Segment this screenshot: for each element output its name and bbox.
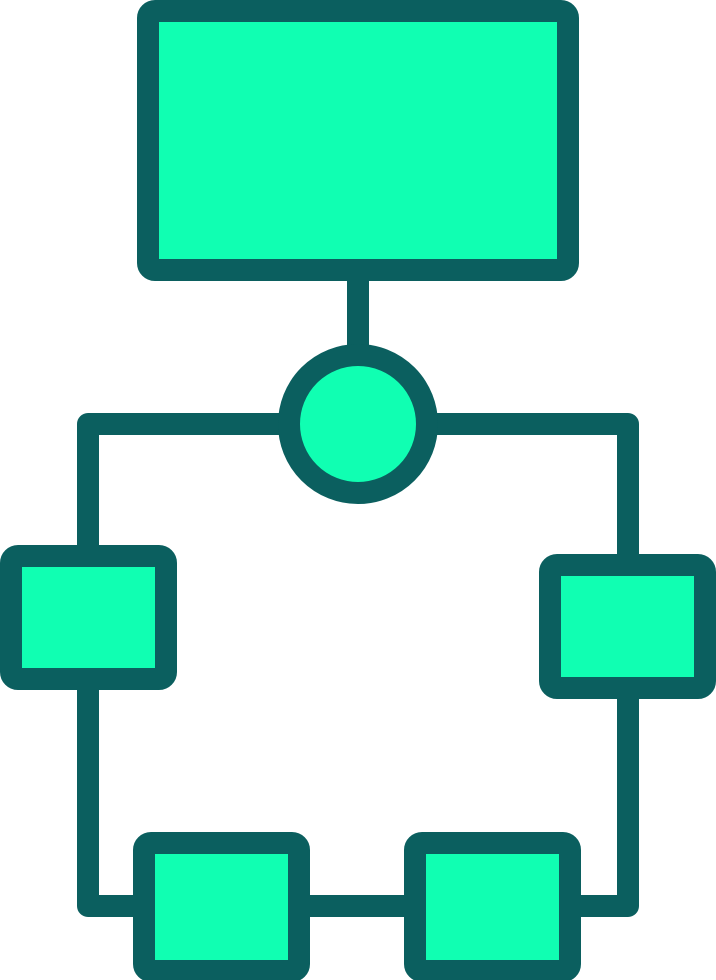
hub-node [278,344,438,504]
main-server-node [137,0,579,281]
bottom-right-node [404,832,581,980]
left-node [0,545,177,690]
bottom-left-node [133,832,310,980]
connector-loop [77,413,639,917]
right-node [539,554,716,699]
connector-lines [77,259,639,917]
